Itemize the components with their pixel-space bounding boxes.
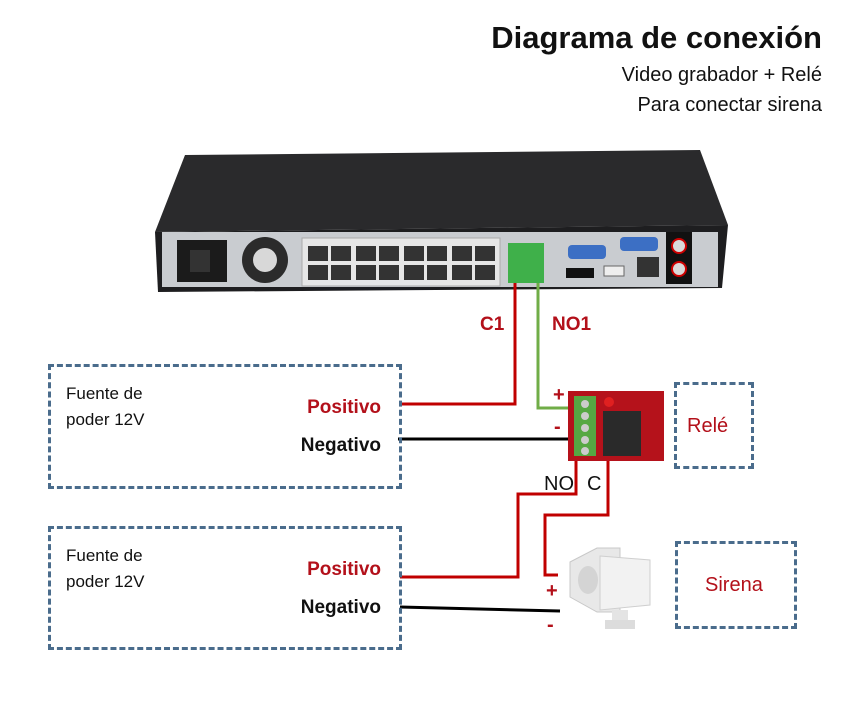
nvr-top-cover — [155, 150, 728, 232]
supply-2-positive-label: Positivo — [307, 559, 381, 580]
relay-no-label: NO — [544, 473, 574, 495]
wire-supply2-negative — [399, 605, 561, 613]
relay-c-label: C — [587, 473, 602, 495]
usb-port-icon — [603, 265, 625, 277]
supply-1-label-line1: Fuente de — [66, 384, 143, 403]
relay-label-box: Relé — [674, 382, 754, 469]
vga-port-icon — [568, 245, 606, 259]
supply-2-label-line1: Fuente de — [66, 546, 143, 565]
relay-minus-sign: - — [554, 416, 561, 438]
relay-board — [568, 391, 664, 461]
supply-2-negative-label: Negativo — [300, 597, 381, 618]
wire-c1 — [400, 283, 517, 406]
alarm-terminal-block — [508, 243, 544, 283]
wire-relay-no — [400, 461, 578, 579]
lan-port-icon — [637, 257, 659, 277]
power-supply-2: Fuente de poder 12V Positivo Negativo — [48, 526, 402, 650]
rj45-ports — [308, 246, 495, 280]
relay-label: Relé — [687, 415, 729, 437]
relay-component — [603, 411, 641, 456]
siren-icon — [569, 547, 651, 629]
supply-1-positive-label: Positivo — [307, 397, 381, 418]
diagram-subtitle-1: Video grabador + Relé — [621, 64, 822, 86]
no1-label: NO1 — [552, 314, 592, 335]
siren-plus-sign: + — [546, 580, 558, 602]
nvr-device — [155, 150, 728, 292]
supply-1-negative-label: Negativo — [300, 435, 381, 456]
wire-relay-c — [543, 461, 610, 577]
supply-2-label: Fuente de poder 12V — [66, 543, 144, 595]
c1-label: C1 — [480, 314, 505, 335]
supply-1-label: Fuente de poder 12V — [66, 381, 144, 433]
siren-label-box: Sirena — [675, 541, 797, 629]
power-supply-1: Fuente de poder 12V Positivo Negativo — [48, 364, 402, 489]
supply-2-label-line2: poder 12V — [66, 572, 145, 591]
hdmi-port-icon — [566, 268, 594, 278]
relay-plus-sign: + — [553, 384, 565, 406]
diagram-subtitle-2: Para conectar sirena — [637, 94, 822, 116]
siren-label: Sirena — [705, 574, 763, 596]
supply-1-label-line2: poder 12V — [66, 410, 145, 429]
diagram-title: Diagrama de conexión — [491, 20, 822, 55]
siren-minus-sign: - — [547, 614, 554, 636]
serial-port-icon — [620, 237, 658, 251]
